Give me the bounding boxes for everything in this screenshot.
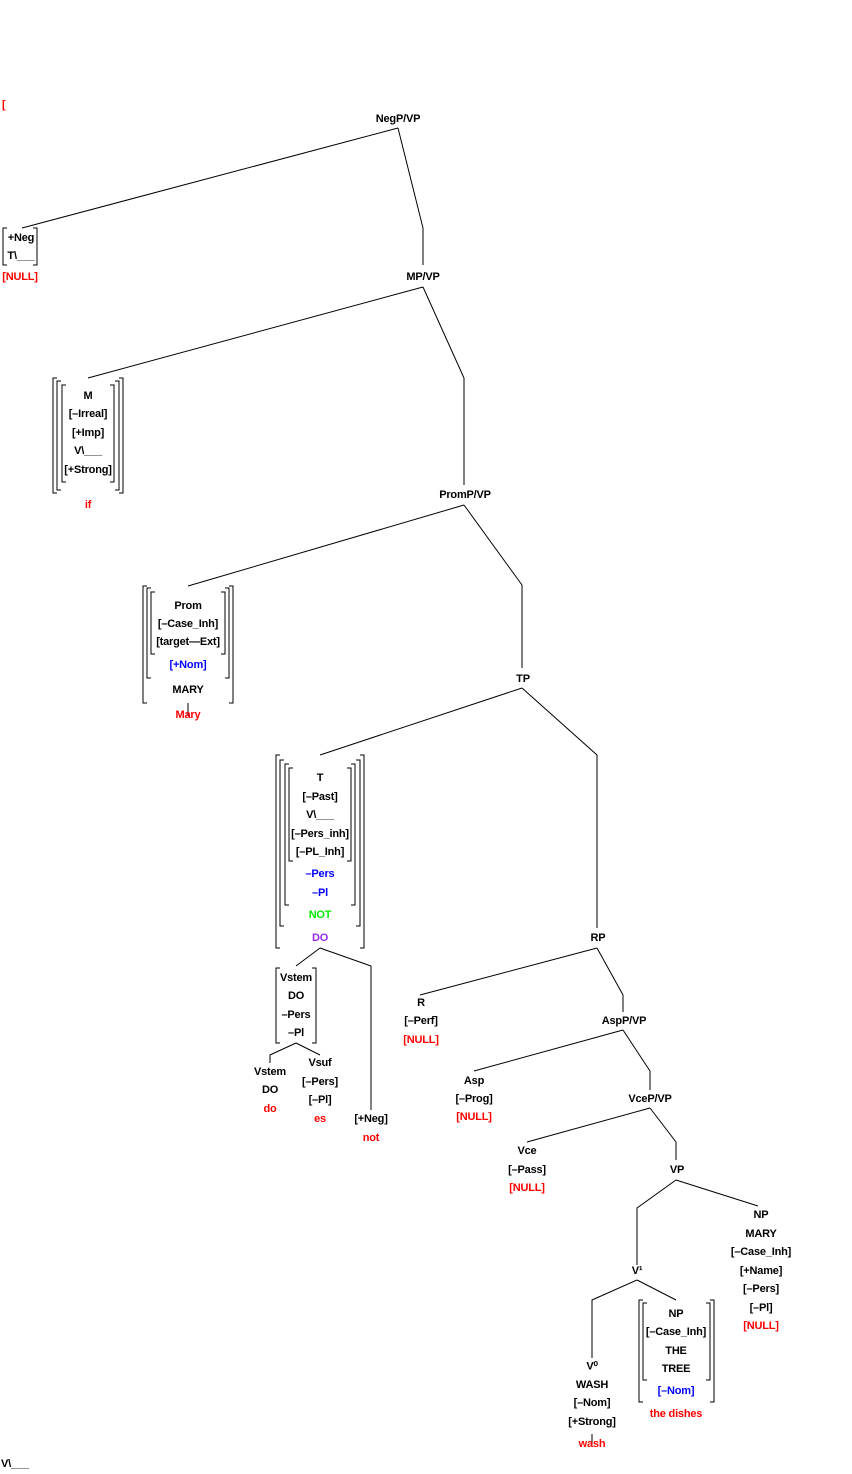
vstem-feature: Vstem [253,1066,287,1078]
branch-negp [21,127,424,265]
np-subj-surface: [NULL] [743,1320,779,1332]
vstem-feature: DO [261,1084,279,1096]
prom-feature: MARY [172,684,204,696]
branch-promp [187,504,523,668]
vstem-complex-feature: –Pers [281,1009,311,1021]
asp-feature: Asp [463,1075,485,1087]
vstem-complex-feature: –Pl [288,1027,304,1039]
m-feature: [+Imp] [71,427,105,439]
t-feature: [–PL_Inh] [295,846,345,858]
t-feature: DO [311,932,329,944]
asp-feature: [–Prog] [455,1093,493,1105]
prom-feature: [+Nom] [169,659,207,671]
node-rp: RP [590,932,606,944]
vsuf-feature: [–Pers] [302,1076,338,1088]
v0-feature: [+Strong] [568,1416,616,1428]
vce-feature: Vce [517,1145,537,1157]
branch-do [295,947,372,1110]
vstem-complex-feature: Vstem [279,972,313,984]
np-subj-feature: NP [753,1209,769,1221]
prom-surface: Mary [175,709,201,721]
m-surface: if [84,499,92,511]
vsuf-feature: Vsuf [308,1057,332,1069]
surface-ticks [187,703,593,1445]
r-feature: [–Perf] [404,1015,438,1027]
node-mp: MP/VP [406,271,440,283]
np-obj-surface: the dishes [649,1408,703,1420]
np-obj-feature: [–Nom] [657,1385,695,1397]
m-feature: V\___ [74,445,102,457]
np-obj-feature: TREE [661,1363,691,1375]
asp-surface: [NULL] [456,1111,492,1123]
np-subj-feature: [–Pers] [743,1283,779,1295]
np-subj-feature: [–Pl] [749,1302,773,1314]
stray-bracket: [ [2,99,6,111]
np-obj-feature: THE [665,1345,687,1357]
vstem-complex-feature: DO [287,990,305,1002]
branch-aspp [473,1029,651,1090]
branch-vstem [269,1042,321,1063]
t-feature: [–Pers_inh] [291,828,349,840]
neg-surface: [NULL] [2,271,38,283]
vce-feature: [–Pass] [508,1164,546,1176]
node-vp: VP [669,1164,685,1176]
neg-node-surface: not [362,1132,380,1144]
t-feature: –Pl [312,887,328,899]
np-subj-feature: [+Name] [739,1265,783,1277]
neg-feature: T\___ [7,250,35,262]
branch-v1 [591,1279,677,1358]
node-negp: NegP/VP [375,113,421,125]
m-feature: M [83,390,93,402]
t-feature: V\___ [306,809,334,821]
np-subj-feature: [–Case_Inh] [730,1246,792,1258]
node-promp: PromP/VP [439,489,491,501]
node-aspp: AspP/VP [601,1015,647,1027]
vstem-surface: do [263,1103,277,1115]
np-obj-feature: NP [668,1308,684,1320]
v0-surface: wash [578,1438,606,1450]
v0-feature: WASH [575,1379,609,1391]
neg-node-feature: [+Neg] [354,1113,388,1125]
v0-feature: V⁰ [586,1360,598,1373]
stray-v-label: V\___ [1,1458,29,1470]
node-tp: TP [516,673,530,685]
r-feature: R [417,997,425,1009]
vsuf-feature: [–Pl] [308,1094,332,1106]
np-obj-feature: [–Case_Inh] [645,1326,707,1338]
t-feature: [–Past] [302,791,338,803]
branch-tp [319,687,598,928]
feature-brackets [2,227,715,1403]
prom-feature: Prom [174,600,202,612]
branch-vp [636,1179,759,1265]
branch-vcep [526,1107,677,1160]
t-feature: NOT [308,909,332,921]
np-subj-feature: MARY [745,1228,777,1240]
branch-mp [87,286,465,485]
prom-feature: [–Case_Inh] [157,618,219,630]
vsuf-surface: es [314,1113,326,1125]
node-v1: V¹ [631,1265,643,1277]
t-feature: –Pers [305,868,335,880]
m-feature: [+Strong] [64,464,112,476]
neg-feature: +Neg [7,232,35,244]
m-feature: [–Irreal] [68,408,108,420]
branch-rp [419,947,624,1012]
v0-feature: [–Nom] [573,1397,611,1409]
node-vcep: VceP/VP [628,1093,672,1105]
t-feature: T [316,772,324,784]
prom-feature: [target—Ext] [156,636,220,648]
vce-surface: [NULL] [509,1182,545,1194]
r-surface: [NULL] [403,1034,439,1046]
